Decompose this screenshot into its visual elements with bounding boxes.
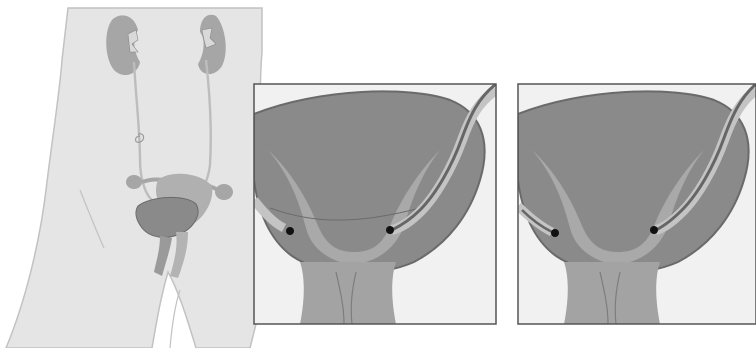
bladder-closeup-after-panel xyxy=(518,84,756,324)
panel-b-urethra xyxy=(564,262,660,324)
panel-a-urethra xyxy=(300,262,396,324)
panel-a-left-orifice xyxy=(286,227,294,235)
right-ovary xyxy=(215,184,233,200)
body-overview-panel xyxy=(6,8,270,348)
leg-line-right xyxy=(170,290,180,348)
panel-a-right-orifice xyxy=(386,226,394,234)
bladder-closeup-before-panel xyxy=(254,84,496,324)
panel-b-right-orifice xyxy=(650,226,658,234)
panel-b-left-orifice xyxy=(551,229,559,237)
left-ovary xyxy=(126,175,142,189)
